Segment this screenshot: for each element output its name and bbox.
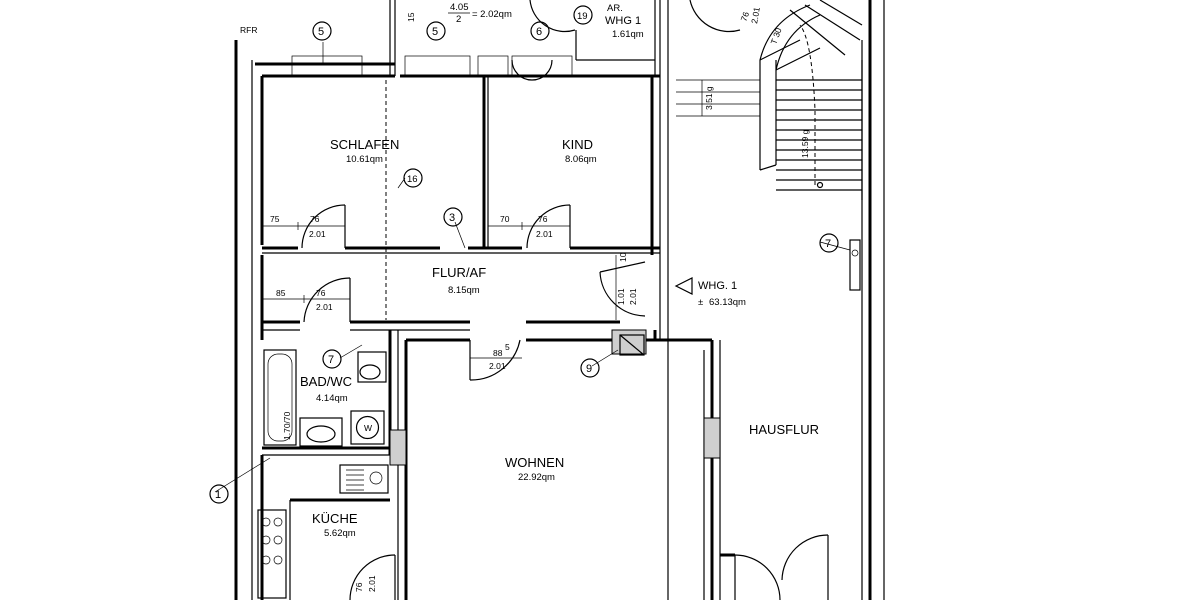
room-name-schlafen: SCHLAFEN [330, 137, 399, 152]
room-name-kueche: KÜCHE [312, 511, 358, 526]
bathroom-fixtures [257, 239, 861, 599]
apartment-area-symbol: ± [698, 297, 703, 308]
room-labels: SCHLAFEN 10.61qm KIND 8.06qm FLUR/AF 8.1… [300, 2, 819, 539]
room-area-kind: 8.06qm [565, 154, 597, 165]
room-area-wohnen: 22.92qm [518, 472, 555, 483]
marker-3: 3 [449, 212, 455, 224]
room-area-kueche: 5.62qm [324, 528, 356, 539]
dim-76-kind: 76 [538, 214, 548, 224]
staircase [676, 0, 863, 200]
marker-19: 19 [577, 11, 588, 22]
dim-76-kueche: 76 [354, 582, 364, 592]
dim-201-schlafen: 2.01 [309, 229, 326, 239]
dim-170-70: 1.70/70 [282, 411, 292, 440]
dim-201-wohnen: 2.01 [489, 361, 506, 371]
dimension-lines [262, 80, 703, 359]
balkon-area: = 2.02qm [472, 9, 512, 20]
room-name-hausflur: HAUSFLUR [749, 422, 819, 437]
dim-75: 75 [270, 214, 280, 224]
dim-351: 3.51 g [704, 86, 714, 110]
room-area-bad: 4.14qm [316, 393, 348, 404]
marker-7a: 7 [328, 354, 334, 366]
room-area-flur: 8.15qm [448, 285, 480, 296]
rfr-label: RFR [240, 25, 257, 35]
window-niches [291, 55, 573, 77]
hatched-walls [389, 329, 721, 466]
dim-70: 70 [500, 214, 510, 224]
dim-88-sup: 5 [505, 342, 510, 352]
dim-76-bad: 76 [316, 288, 326, 298]
dim-201-bad: 2.01 [316, 302, 333, 312]
fire-door-t30: T 30 [768, 26, 783, 46]
dim-201-entry: 2.01 [628, 288, 638, 305]
dim-15: 15 [406, 12, 416, 22]
room-name-abstell-line2: WHG 1 [605, 15, 641, 27]
apartment-name: WHG. 1 [698, 280, 737, 292]
balkon-fraction-den: 2 [456, 14, 461, 25]
washer-label: W [364, 423, 372, 433]
dim-88: 88 [493, 348, 503, 358]
room-name-abstell-line1: AR. [607, 3, 623, 14]
dim-85: 85 [276, 288, 286, 298]
room-name-flur: FLUR/AF [432, 265, 486, 280]
dim-1359: 13.59 g [800, 129, 810, 158]
dim-201-kueche: 2.01 [367, 575, 377, 592]
dim-10: 10 [618, 252, 628, 262]
dimension-labels: 75 76 2.01 70 76 2.01 85 76 2.01 88 5 2.… [240, 6, 810, 592]
dim-201-top: 2.01 [749, 6, 762, 24]
marker-9: 9 [586, 363, 592, 375]
marker-7b: 7 [825, 238, 831, 250]
dim-101: 1.01 [616, 288, 626, 305]
room-name-kind: KIND [562, 137, 593, 152]
room-name-bad: BAD/WC [300, 374, 352, 389]
marker-circles [209, 5, 839, 504]
marker-5b: 5 [432, 26, 438, 38]
marker-1: 1 [215, 489, 221, 501]
balkon-fraction-num: 4.05 [450, 2, 469, 13]
door-swings [301, 0, 829, 600]
marker-6: 6 [536, 26, 542, 38]
room-area-abstell: 1.61qm [612, 29, 644, 40]
dim-76-top: 76 [738, 10, 751, 23]
dim-76-schlafen: 76 [310, 214, 320, 224]
room-area-schlafen: 10.61qm [346, 154, 383, 165]
circled-markers: 1 3 5 5 6 7 7 9 16 19 [215, 11, 831, 501]
marker-16: 16 [407, 174, 418, 185]
room-name-wohnen: WOHNEN [505, 455, 564, 470]
interior-walls [262, 30, 735, 600]
apartment-area: 63.13qm [709, 297, 746, 308]
dim-201-kind: 2.01 [536, 229, 553, 239]
marker-5a: 5 [318, 26, 324, 38]
